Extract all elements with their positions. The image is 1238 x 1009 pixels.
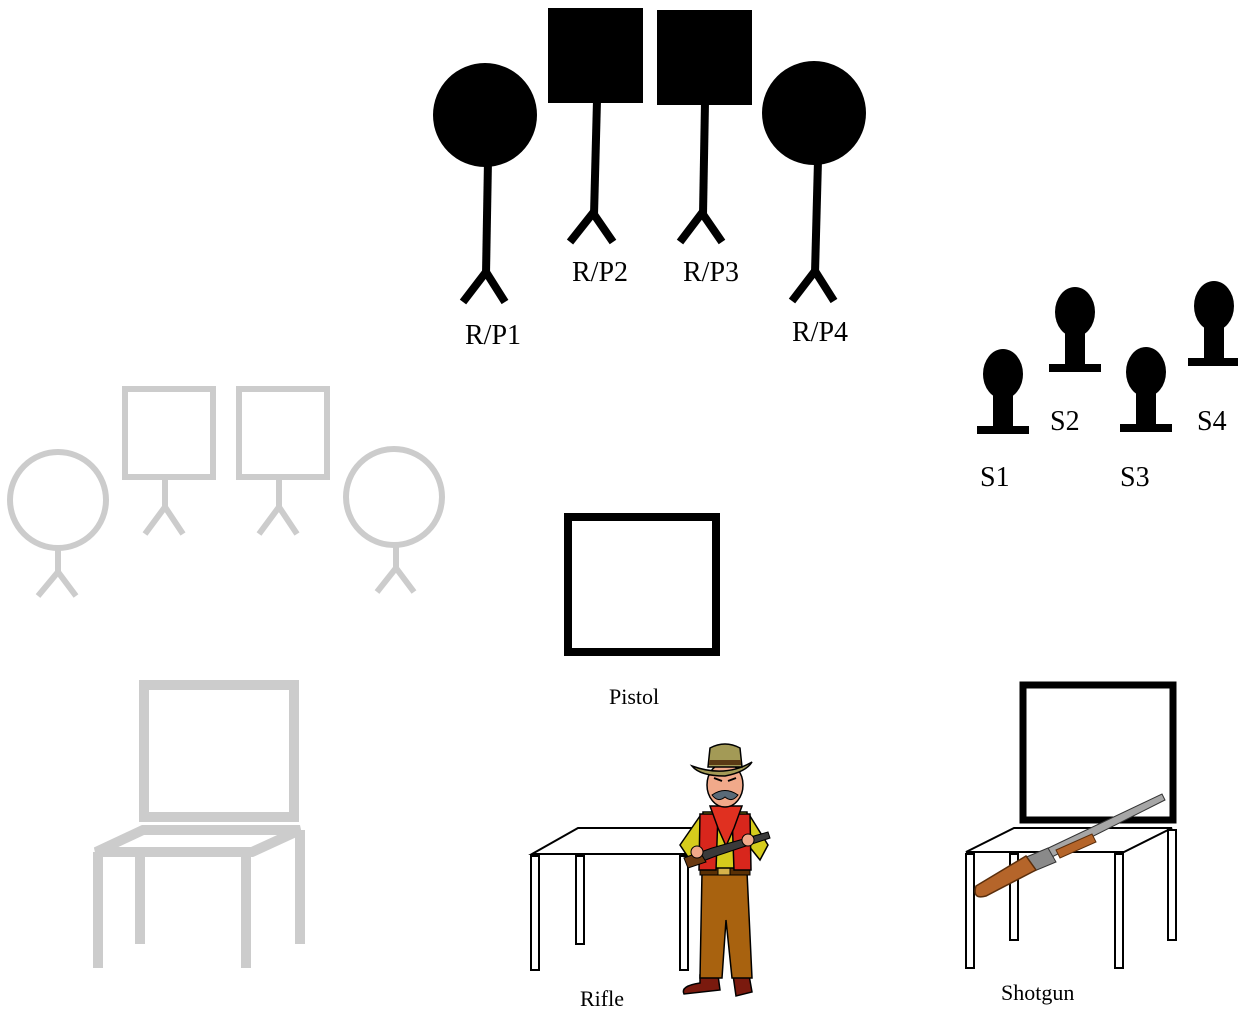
target-s1: [977, 349, 1029, 434]
label-rifle: Rifle: [580, 986, 624, 1009]
label-shotgun: Shotgun: [1001, 980, 1074, 1005]
target-rp2: [548, 8, 643, 245]
label-s1: S1: [980, 462, 1010, 493]
target-s4: [1188, 281, 1238, 366]
shotgun-table-with-box: [965, 681, 1177, 969]
label-rp4: R/P4: [792, 317, 848, 348]
label-pistol: Pistol: [609, 684, 659, 709]
label-s4: S4: [1197, 406, 1227, 437]
label-s3: S3: [1120, 462, 1150, 493]
rifle-pistol-targets: R/P1 R/P2 R/P3 R/P4: [433, 8, 866, 351]
shotgun-targets: S1 S2 S3 S4: [977, 281, 1238, 493]
pistol-box: [564, 513, 720, 656]
grey-table-with-box: [93, 680, 305, 968]
cowboy-with-rifle-icon: [679, 743, 771, 997]
shotgun-icon: [974, 793, 1166, 898]
grey-square-target-right: [236, 386, 330, 536]
label-rp2: R/P2: [572, 257, 628, 288]
label-rp3: R/P3: [683, 257, 739, 288]
label-rp1: R/P1: [465, 320, 521, 351]
target-rp4: [762, 61, 866, 304]
grey-round-target-right: [343, 446, 445, 594]
target-rp3: [657, 10, 752, 245]
target-s3: [1120, 347, 1172, 432]
target-rp1: [433, 63, 537, 305]
grey-square-target-left: [122, 386, 216, 536]
grey-round-target-left: [7, 449, 109, 598]
target-s2: [1049, 287, 1101, 372]
label-s2: S2: [1050, 406, 1080, 437]
inactive-target-outlines: [7, 386, 445, 598]
